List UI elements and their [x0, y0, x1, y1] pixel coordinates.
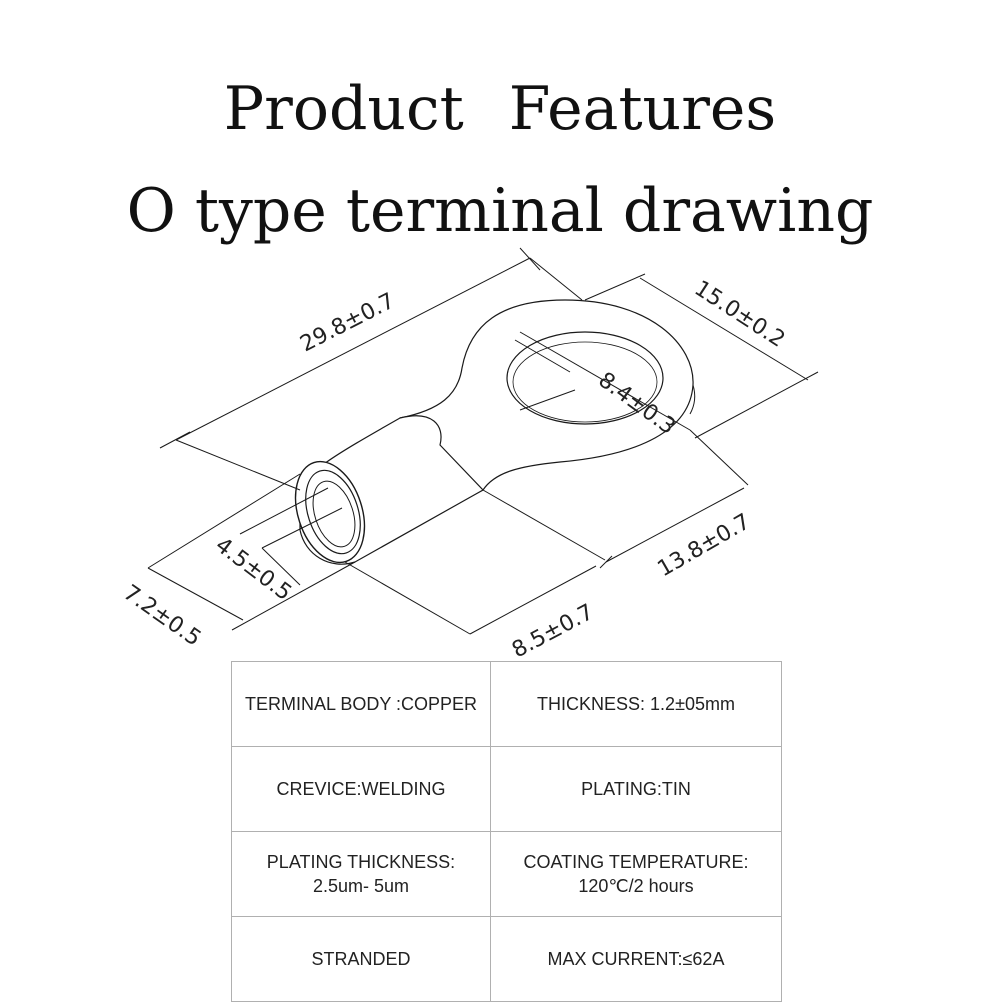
spec-plating-thickness: PLATING THICKNESS: 2.5um- 5um [231, 831, 491, 917]
dim-barrel-outer-diameter: 7.2±0.5 [119, 580, 206, 651]
spec-stranded: STRANDED [231, 916, 491, 1002]
spec-table: TERMINAL BODY :COPPER THICKNESS: 1.2±05m… [231, 661, 782, 1002]
table-row: CREVICE:WELDING PLATING:TIN [231, 746, 782, 832]
dim-barrel-length: 8.5±0.7 [508, 600, 598, 660]
table-row: PLATING THICKNESS: 2.5um- 5um COATING TE… [231, 831, 782, 917]
spec-crevice: CREVICE:WELDING [231, 746, 491, 832]
dim-ring-width: 15.0±0.2 [690, 276, 790, 353]
table-row: STRANDED MAX CURRENT:≤62A [231, 916, 782, 1002]
barrel-end [294, 460, 366, 564]
spec-coating-temperature: COATING TEMPERATURE: 120℃/2 hours [490, 831, 782, 917]
spec-plating: PLATING:TIN [490, 746, 782, 832]
dim-ring-length: 13.8±0.7 [654, 509, 755, 582]
title-terminal-drawing: O type terminal drawing [126, 176, 874, 246]
title-product-features: Product Features [223, 74, 777, 144]
dim-barrel-inner-diameter: 4.5±0.5 [210, 533, 296, 606]
dim-overall-length: 29.8±0.7 [296, 289, 399, 358]
spec-terminal-body: TERMINAL BODY :COPPER [231, 661, 491, 747]
table-row: TERMINAL BODY :COPPER THICKNESS: 1.2±05m… [231, 661, 782, 747]
terminal-drawing: 29.8±0.7 15.0±0.2 8.4±0.3 13.8±0.7 8.5±0… [119, 247, 819, 660]
spec-max-current: MAX CURRENT:≤62A [490, 916, 782, 1002]
spec-thickness: THICKNESS: 1.2±05mm [490, 661, 782, 747]
